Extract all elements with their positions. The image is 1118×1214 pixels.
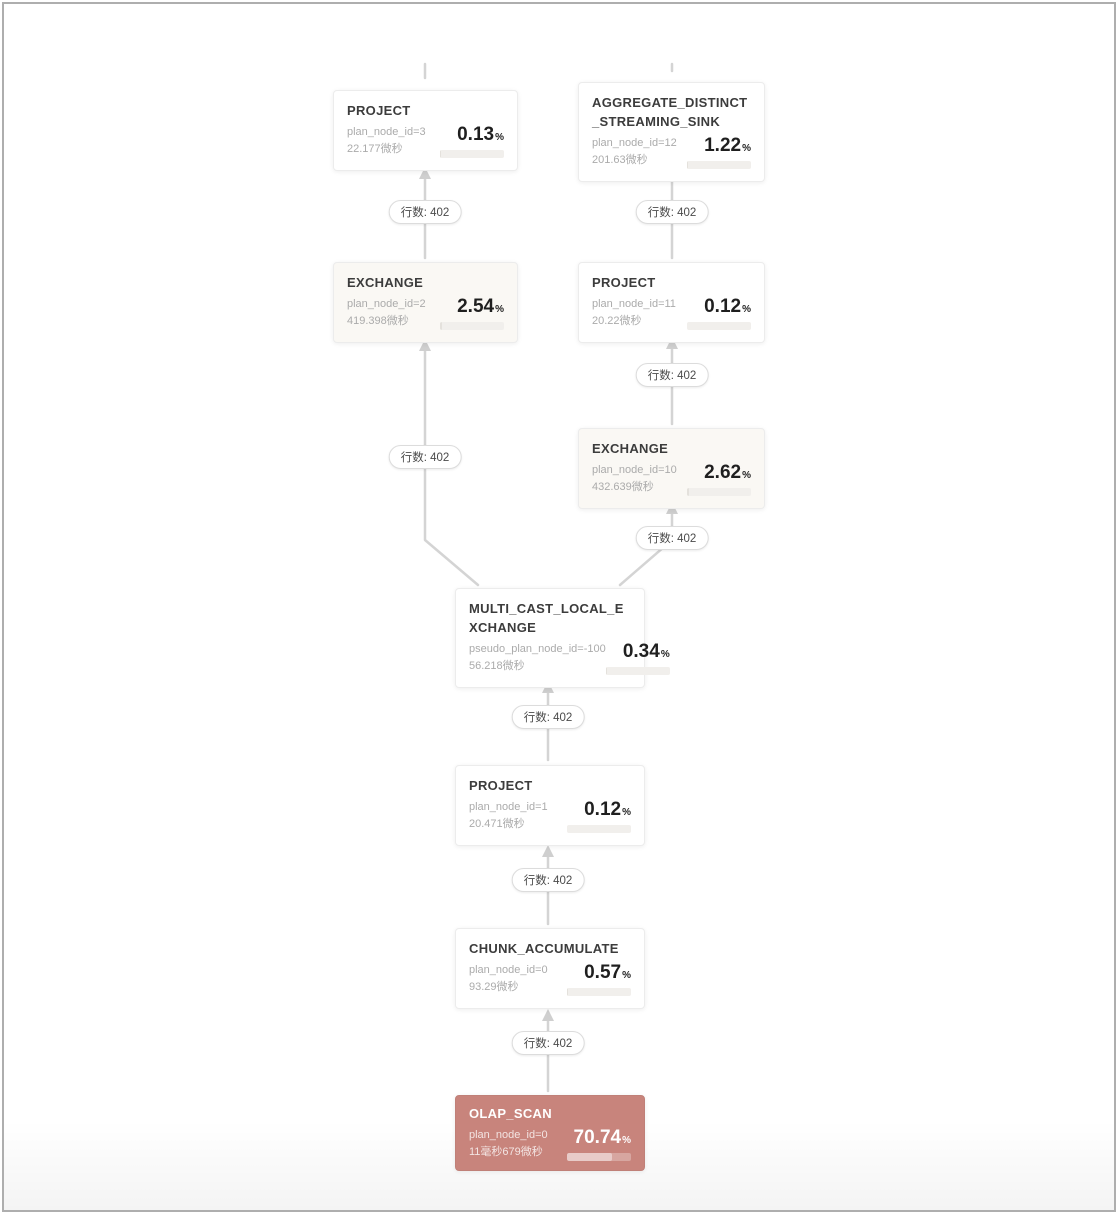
node-time-label: 432.639微秒 (592, 480, 654, 493)
edge-rowcount-label: 行数: 402 (635, 363, 709, 387)
node-title: PROJECT (347, 103, 411, 118)
edge-rowcount-label: 行数: 402 (511, 705, 585, 729)
node-title: PROJECT (469, 778, 533, 793)
percent-bar (567, 987, 631, 996)
plan-node-chunk-accumulate-0[interactable]: CHUNK_ACCUMULATE plan_node_id=0 93.29微秒 … (455, 928, 645, 1009)
node-time-label: 20.22微秒 (592, 314, 642, 327)
node-id-label: plan_node_id=10 (592, 463, 677, 476)
node-percent: 1.22% (704, 134, 751, 156)
node-percent: 0.12% (584, 798, 631, 820)
percent-bar (687, 160, 751, 169)
plan-node-project-3[interactable]: PROJECT plan_node_id=3 22.177微秒 0.13% (333, 90, 518, 171)
node-title: CHUNK_ACCUMULATE (469, 941, 619, 956)
node-time-label: 20.471微秒 (469, 817, 525, 830)
percent-bar (440, 149, 504, 158)
edge-rowcount-label: 行数: 402 (635, 200, 709, 224)
node-percent: 0.34% (622, 640, 670, 662)
node-id-label: plan_node_id=0 (469, 963, 548, 976)
edge-rowcount-label: 行数: 402 (635, 526, 709, 550)
node-percent: 0.13% (457, 123, 504, 145)
edge-rowcount-label: 行数: 402 (511, 868, 585, 892)
node-time-label: 22.177微秒 (347, 142, 403, 155)
node-percent: 2.62% (704, 461, 751, 483)
node-id-label: plan_node_id=3 (347, 125, 426, 138)
node-id-label: pseudo_plan_node_id=-100 (469, 642, 606, 655)
plan-node-project-1[interactable]: PROJECT plan_node_id=1 20.471微秒 0.12% (455, 765, 645, 846)
node-percent: 0.57% (584, 961, 631, 983)
edge-rowcount-label: 行数: 402 (388, 445, 462, 469)
node-id-label: plan_node_id=1 (469, 800, 548, 813)
percent-bar (687, 487, 751, 496)
node-title: EXCHANGE (592, 441, 669, 456)
plan-node-aggregate-distinct-streaming-sink-12[interactable]: AGGREGATE_DISTINCT_STREAMING_SINK plan_n… (578, 82, 765, 182)
node-id-label: plan_node_id=12 (592, 136, 677, 149)
node-time-label: 93.29微秒 (469, 980, 519, 993)
plan-node-exchange-2[interactable]: EXCHANGE plan_node_id=2 419.398微秒 2.54% (333, 262, 518, 343)
node-title: OLAP_SCAN (469, 1106, 552, 1121)
node-title: AGGREGATE_DISTINCT_STREAMING_SINK (592, 95, 748, 129)
edge-rowcount-label: 行数: 402 (511, 1031, 585, 1055)
node-id-label: plan_node_id=2 (347, 297, 426, 310)
plan-node-multi-cast-local-exchange[interactable]: MULTI_CAST_LOCAL_EXCHANGE pseudo_plan_no… (455, 588, 670, 688)
percent-bar (440, 321, 504, 330)
plan-node-project-11[interactable]: PROJECT plan_node_id=11 20.22微秒 0.12% (578, 262, 765, 343)
edge-rowcount-label: 行数: 402 (388, 200, 462, 224)
node-id-label: plan_node_id=11 (592, 297, 676, 310)
node-time-label: 11毫秒679微秒 (469, 1145, 543, 1158)
node-title: EXCHANGE (347, 275, 424, 290)
node-percent: 0.12% (704, 295, 751, 317)
edge-multicast-exchange2 (419, 339, 480, 587)
percent-bar (567, 824, 631, 833)
plan-node-olap-scan-0[interactable]: OLAP_SCAN plan_node_id=0 11毫秒679微秒 70.74… (455, 1095, 645, 1171)
node-time-label: 201.63微秒 (592, 153, 648, 166)
node-id-label: plan_node_id=0 (469, 1128, 548, 1141)
percent-bar (605, 666, 670, 675)
percent-bar (567, 1152, 631, 1161)
node-percent: 2.54% (457, 295, 504, 317)
plan-node-exchange-10[interactable]: EXCHANGE plan_node_id=10 432.639微秒 2.62% (578, 428, 765, 509)
node-percent: 70.74% (573, 1126, 631, 1148)
node-title: PROJECT (592, 275, 656, 290)
node-title: MULTI_CAST_LOCAL_EXCHANGE (469, 601, 624, 635)
node-time-label: 56.218微秒 (469, 659, 525, 672)
percent-bar (687, 321, 751, 330)
node-time-label: 419.398微秒 (347, 314, 409, 327)
